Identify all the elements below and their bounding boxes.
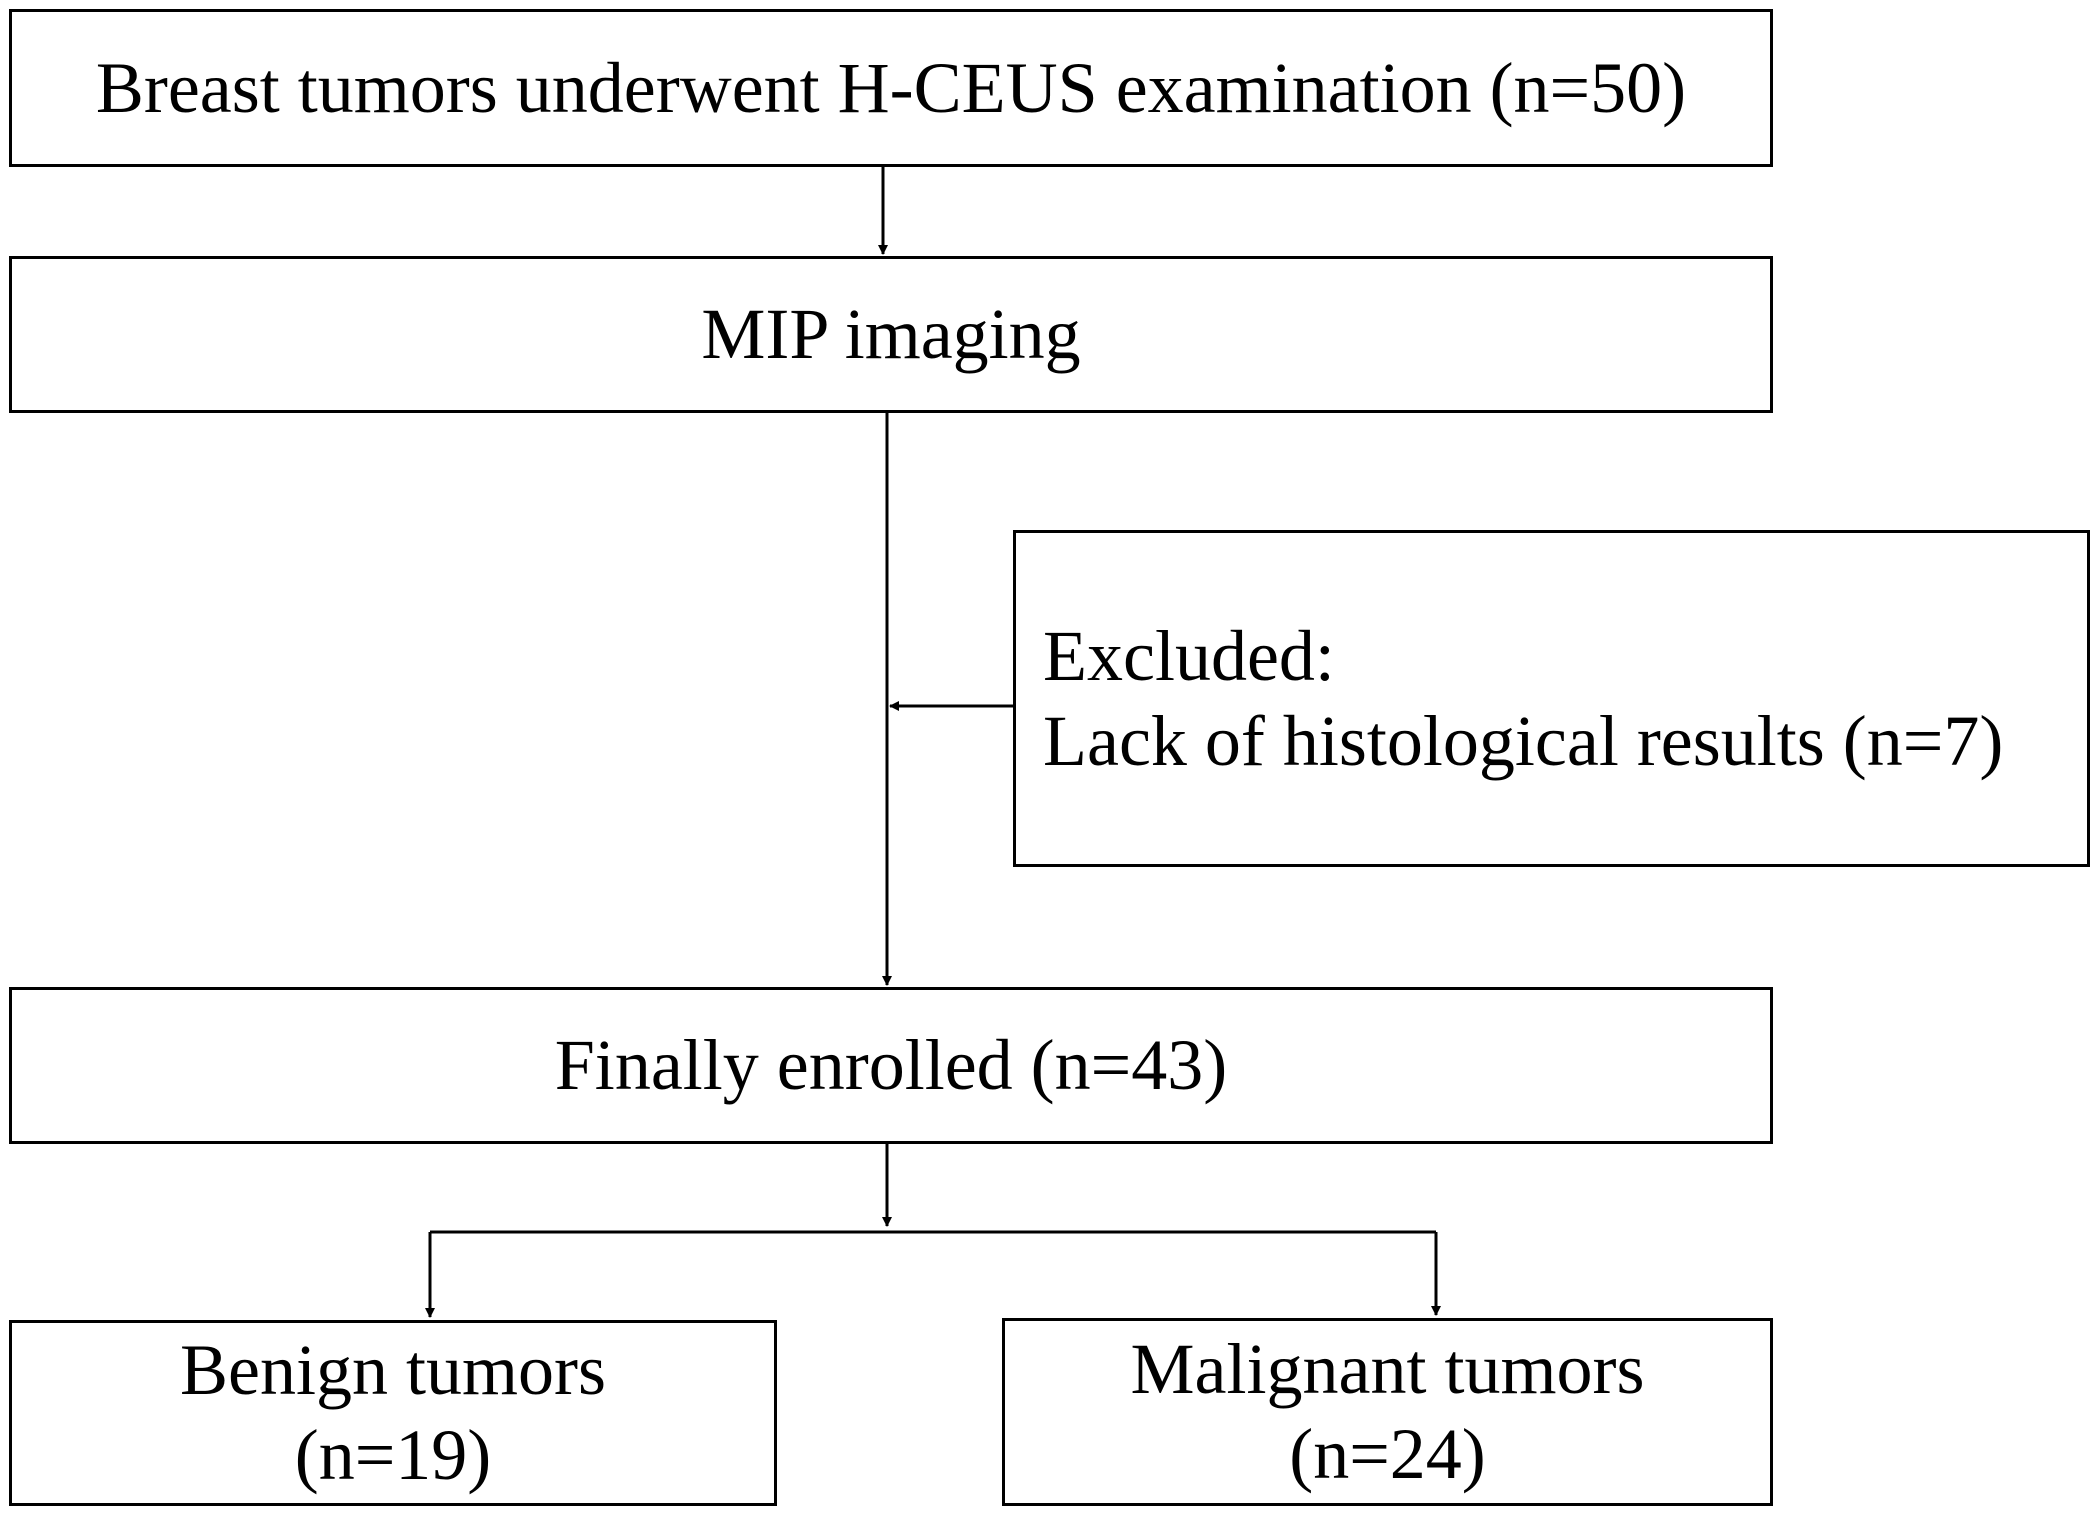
start-box-text: Breast tumors underwent H-CEUS examinati… [95,47,1687,128]
benign-label: Benign tumors [180,1330,606,1411]
enrolled-box: Finally enrolled (n=43) [9,987,1773,1144]
excluded-reason: Lack of histological results (n=7) [1043,700,2004,781]
excluded-heading: Excluded: [1043,615,1335,696]
malignant-box: Malignant tumors (n=24) [1002,1318,1773,1506]
benign-box: Benign tumors (n=19) [9,1320,777,1506]
malignant-label: Malignant tumors [1130,1329,1645,1410]
enrolled-text: Finally enrolled (n=43) [554,1025,1228,1106]
excluded-box: Excluded: Lack of histological results (… [1013,530,2090,867]
mip-imaging-box: MIP imaging [9,256,1773,413]
mip-imaging-text: MIP imaging [701,294,1081,375]
malignant-count: (n=24) [1289,1414,1486,1494]
start-box: Breast tumors underwent H-CEUS examinati… [9,9,1773,167]
benign-count: (n=19) [294,1415,492,1495]
